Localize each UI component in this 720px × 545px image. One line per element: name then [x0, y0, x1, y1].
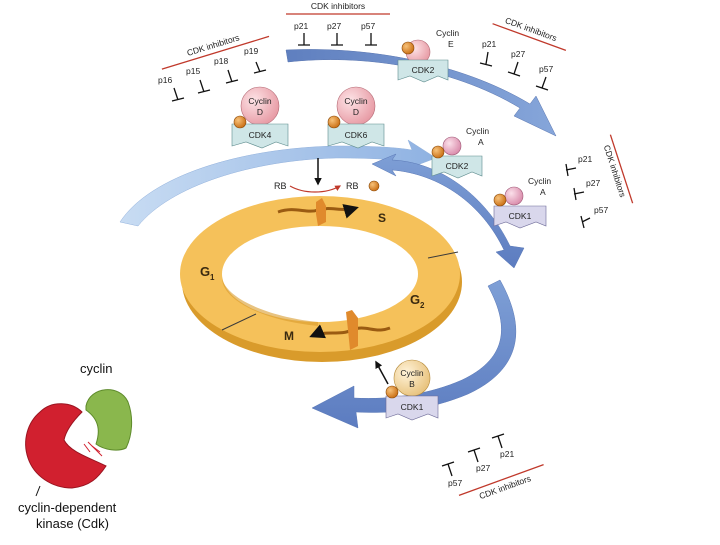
svg-text:A: A — [478, 137, 484, 147]
svg-text:1: 1 — [210, 273, 215, 282]
phosphate-icon — [431, 145, 445, 159]
inhibitor-label: p27 — [511, 49, 525, 59]
complex-cdk6-cyclin-d: Cyclin D CDK6 — [327, 86, 385, 149]
svg-text:G: G — [200, 264, 210, 279]
svg-text:Cyclin: Cyclin — [528, 176, 551, 186]
bottom-arc-arrow — [311, 279, 517, 429]
inhibitor-label: p27 — [327, 21, 341, 31]
inhibitor-label: p57 — [594, 205, 608, 215]
svg-text:2: 2 — [420, 301, 425, 310]
svg-text:Cyclin: Cyclin — [344, 96, 367, 106]
svg-text:B: B — [409, 379, 415, 389]
inhibitor-label: p19 — [244, 46, 258, 56]
inhibitor-label: p21 — [294, 21, 308, 31]
inhibitor-label: p16 — [158, 75, 172, 85]
phosphate-icon — [385, 385, 399, 399]
inhibitor-label: p57 — [361, 21, 375, 31]
complex-cdk1-cyclin-b: Cyclin B CDK1 — [375, 359, 439, 421]
cyclin-d-shape — [240, 86, 280, 126]
svg-text:CDK6: CDK6 — [345, 130, 368, 140]
svg-text:CDK1: CDK1 — [401, 402, 424, 412]
phase-label-g2: G 2 — [410, 292, 425, 310]
svg-text:D: D — [257, 107, 263, 117]
inhibitor-group-title: CDK inhibitors — [311, 1, 365, 11]
svg-text:Cyclin: Cyclin — [400, 368, 423, 378]
rb-phosphorylation: RB RB — [274, 158, 380, 193]
phosphate-icon — [327, 115, 341, 129]
svg-text:A: A — [540, 187, 546, 197]
inhibitor-label: p21 — [482, 39, 496, 49]
inhibitor-label: p15 — [186, 66, 200, 76]
svg-text:E: E — [448, 39, 454, 49]
phosphate-icon — [368, 180, 380, 192]
rb-label-right: RB — [346, 181, 359, 191]
inhibitor-label: p18 — [214, 56, 228, 66]
cyclin-b-shape — [393, 359, 431, 397]
inhibitor-group-right: CDK inhibitors p21 p27 p57 — [565, 134, 634, 229]
inhibitor-group-title: CDK inhibitors — [504, 15, 558, 43]
phase-label-g1: G 1 — [200, 264, 215, 282]
phosphate-icon — [401, 41, 415, 55]
inhibitor-label: p57 — [539, 64, 553, 74]
legend-cyclin-label: cyclin — [80, 361, 113, 376]
binding-site-marks — [83, 441, 103, 457]
svg-text:CDK2: CDK2 — [446, 161, 469, 171]
phase-label-s: S — [378, 211, 386, 225]
inhibitor-group-bottom-right: CDK inhibitors p57 p27 p21 — [441, 433, 544, 501]
svg-text:D: D — [353, 107, 359, 117]
cell-cycle-ring — [180, 196, 462, 362]
inhibitor-group-top-right: CDK inhibitors p21 p27 p57 — [479, 15, 567, 91]
complex-cdk1-cyclin-a: Cyclin A CDK1 — [493, 176, 551, 229]
svg-text:Cyclin: Cyclin — [466, 126, 489, 136]
svg-text:CDK4: CDK4 — [249, 130, 272, 140]
complex-cdk2-cyclin-a: Cyclin A CDK2 — [431, 126, 489, 179]
cyclin-a-shape — [504, 186, 524, 206]
svg-text:CDK2: CDK2 — [412, 65, 435, 75]
legend-cyclin-shape — [85, 389, 133, 451]
rb-label-left: RB — [274, 181, 287, 191]
inhibitor-group-title: CDK inhibitors — [602, 144, 628, 199]
inner-arc-arrow — [371, 153, 525, 269]
phosphate-icon — [493, 193, 507, 207]
svg-text:G: G — [410, 292, 420, 307]
phosphate-icon — [233, 115, 247, 129]
inhibitor-label: p57 — [448, 478, 462, 488]
inhibitor-label: p27 — [476, 463, 490, 473]
inhibitor-label: p21 — [578, 154, 592, 164]
inhibitor-label: p21 — [500, 449, 514, 459]
legend-cdk-shape — [25, 403, 107, 489]
cyclin-d-shape — [336, 86, 376, 126]
inhibitor-group-title: CDK inhibitors — [478, 473, 532, 501]
legend-kinase-label-line2: kinase (Cdk) — [36, 516, 109, 531]
svg-text:Cyclin: Cyclin — [436, 28, 459, 38]
complex-cdk2-cyclin-e: Cyclin E CDK2 — [397, 28, 459, 83]
legend: cyclin cyclin-dependent kinase (Cdk) — [18, 361, 133, 531]
svg-text:CDK1: CDK1 — [509, 211, 532, 221]
complex-cdk4-cyclin-d: Cyclin D CDK4 — [231, 86, 289, 149]
inhibitor-label: p27 — [586, 178, 600, 188]
svg-text:Cyclin: Cyclin — [248, 96, 271, 106]
inhibitor-group-top-center: CDK inhibitors p21 p27 p57 — [286, 1, 390, 46]
cyclin-a-shape — [442, 136, 462, 156]
legend-kinase-label-line1: cyclin-dependent — [18, 500, 117, 515]
phase-label-m: M — [284, 329, 294, 343]
